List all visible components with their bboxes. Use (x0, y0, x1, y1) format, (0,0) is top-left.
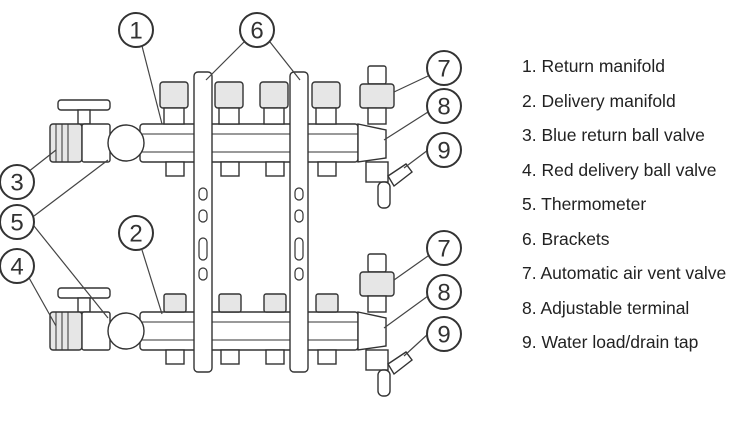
callout-6: 6 (239, 12, 275, 48)
legend-item-brackets: 6. Brackets (522, 228, 610, 249)
svg-text:2: 2 (129, 221, 142, 248)
legend-item-blue-return-ball-valve: 3. Blue return ball valve (522, 125, 705, 145)
svg-text:8: 8 (437, 94, 450, 121)
thermometer-top (107, 124, 145, 162)
legend-item-delivery-manifold: 2. Delivery manifold (522, 90, 676, 111)
callout-3: 3 (0, 164, 35, 200)
legend-item-automatic-air-vent-valve: 7. Automatic air vent valve (522, 263, 727, 283)
delivery-flow-meters (163, 293, 339, 313)
svg-text:9: 9 (437, 138, 450, 165)
svg-text:3: 3 (10, 170, 23, 197)
blue-return-ball-valve (49, 99, 111, 163)
legend-item-return-manifold: 1. Return manifold (522, 56, 665, 76)
thermometer-bottom (107, 312, 145, 350)
callout-7-bottom: 7 (426, 230, 462, 266)
return-outlets (165, 161, 337, 177)
drain-tap-bottom (365, 349, 413, 397)
svg-text:7: 7 (437, 56, 450, 83)
drain-tap-top (365, 161, 413, 209)
brackets (193, 71, 309, 373)
callout-1: 1 (118, 12, 154, 48)
manifold-diagram: 1 6 3 5 4 2 7 8 9 7 8 9 (0, 12, 462, 397)
callout-9-top: 9 (426, 132, 462, 168)
delivery-outlets (165, 349, 337, 365)
svg-text:4: 4 (10, 254, 23, 281)
delivery-manifold (139, 293, 387, 365)
svg-text:5: 5 (10, 210, 23, 237)
callout-8-top: 8 (426, 88, 462, 124)
legend-item-adjustable-terminal: 8. Adjustable terminal (522, 297, 690, 318)
svg-text:1: 1 (129, 18, 142, 45)
air-vent-bottom (359, 253, 395, 313)
callout-7-top: 7 (426, 50, 462, 86)
svg-text:7: 7 (437, 236, 450, 263)
legend-item-thermometer: 5. Thermometer (522, 194, 647, 214)
parts-legend: 1. Return manifold 2. Delivery manifold … (522, 52, 750, 363)
callout-5: 5 (0, 204, 35, 240)
callout-9-bottom: 9 (426, 316, 462, 352)
svg-text:8: 8 (437, 280, 450, 307)
svg-text:9: 9 (437, 322, 450, 349)
callout-4: 4 (0, 248, 35, 284)
return-manifold (139, 81, 387, 177)
return-valve-heads (159, 81, 341, 125)
air-vent-top (359, 65, 395, 125)
callout-2: 2 (118, 215, 154, 251)
svg-text:6: 6 (250, 18, 263, 45)
legend-item-red-delivery-ball-valve: 4. Red delivery ball valve (522, 159, 717, 180)
red-delivery-ball-valve (49, 287, 111, 351)
legend-item-water-load-drain-tap: 9. Water load/drain tap (522, 332, 699, 352)
leader-lines (27, 41, 429, 357)
callout-8-bottom: 8 (426, 274, 462, 310)
